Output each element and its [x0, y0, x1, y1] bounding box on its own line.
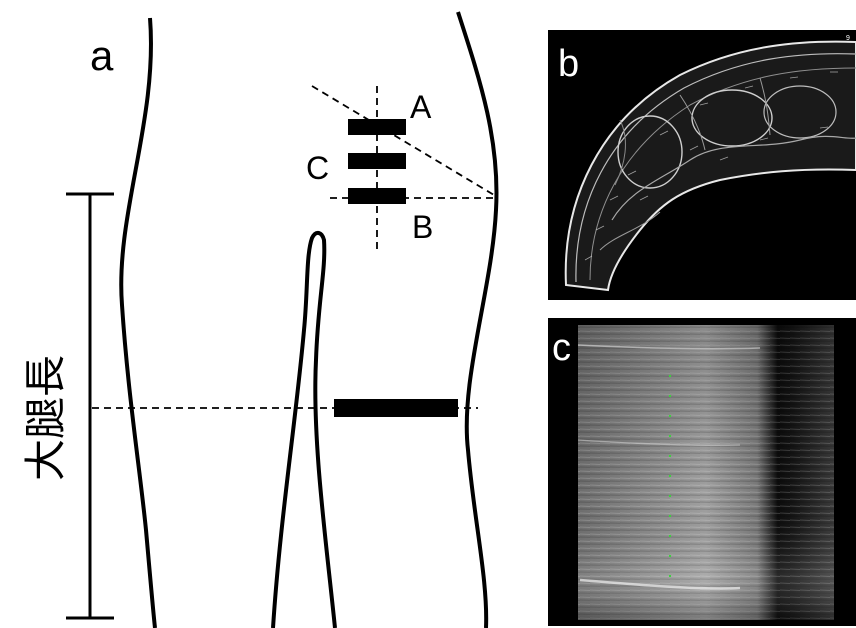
panel-a: a 大腿長 A C B: [22, 12, 498, 628]
mid-thigh-probe-marker: [334, 399, 458, 417]
panel-b: b 9: [548, 30, 856, 300]
probe-marker-A: [348, 119, 406, 135]
panel-c: c: [548, 318, 856, 626]
thigh-length-label: 大腿長: [22, 355, 69, 481]
panel-c-ultrasound-scan: [578, 325, 834, 620]
probe-marker-B: [348, 188, 406, 204]
probe-marker-C: [348, 153, 406, 169]
diagonal-dashed-guide: [312, 86, 494, 195]
marker-label-B: B: [412, 209, 433, 245]
thigh-left-outline: [121, 18, 155, 628]
inner-thigh-outline: [273, 233, 335, 628]
panel-b-label: b: [558, 43, 579, 85]
panel-b-corner-mark: 9: [846, 35, 850, 42]
thigh-right-outline: [458, 12, 497, 628]
panel-a-label: a: [90, 32, 114, 79]
panel-c-label: c: [552, 327, 571, 369]
marker-label-A: A: [410, 89, 432, 125]
marker-label-C: C: [306, 150, 329, 186]
